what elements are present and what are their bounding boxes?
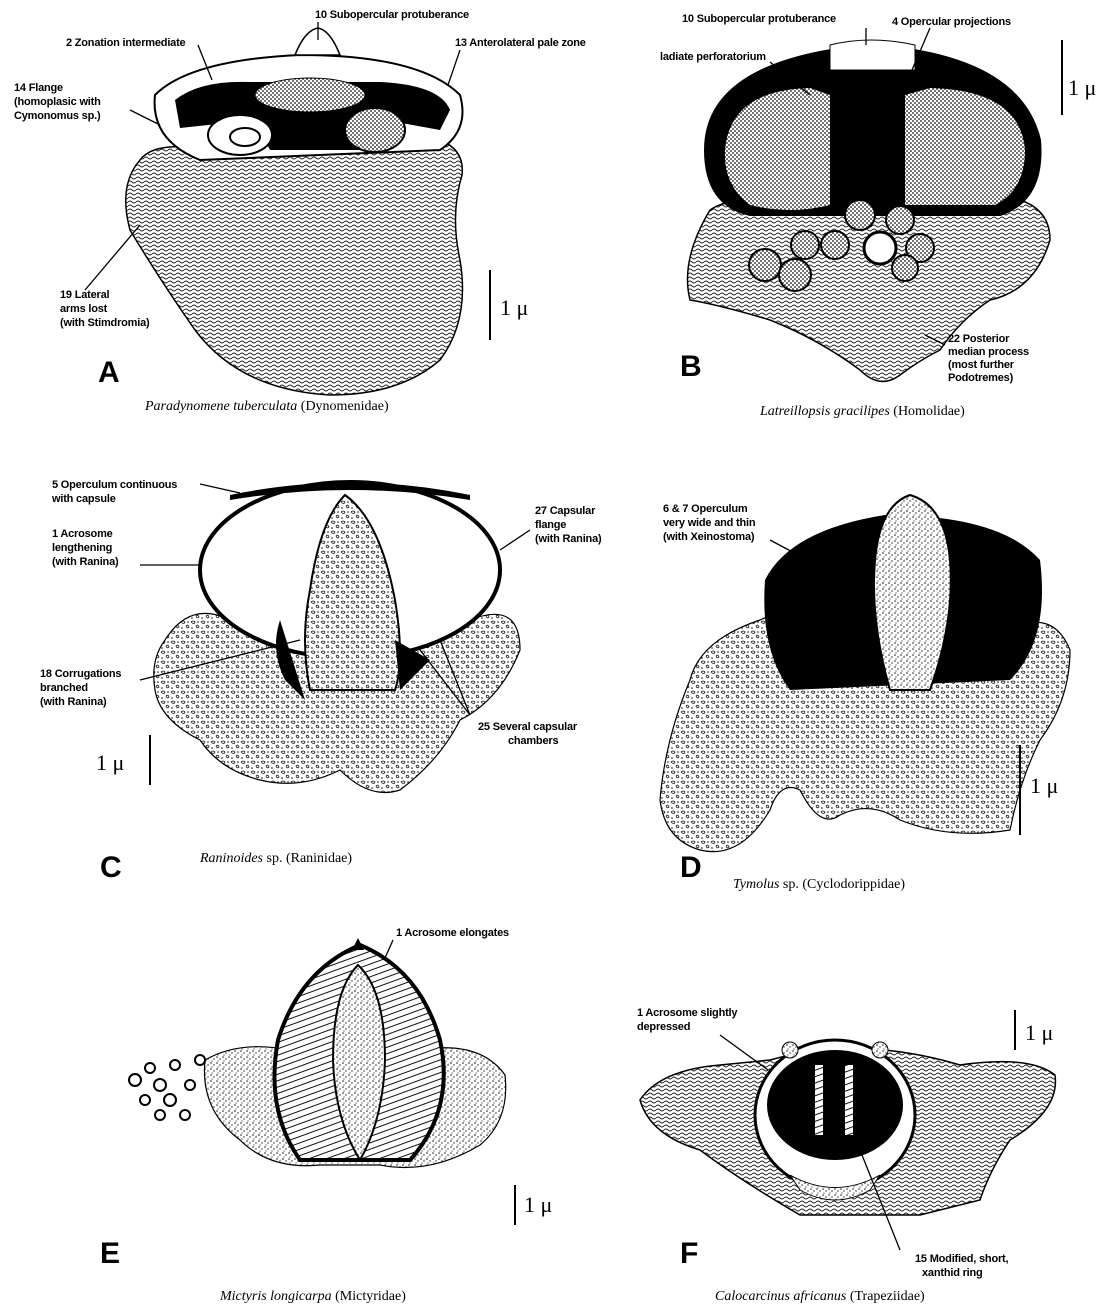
label-b-radiate: ladiate perforatorium [660, 51, 766, 63]
scale-label-a: 1 μ [500, 295, 528, 320]
caption-d-family: sp. (Cyclodorippidae) [783, 877, 905, 892]
label-f-acro-2: depressed [637, 1021, 690, 1033]
panel-e: 1 Acrosome elongates 1 μ E Mictyris long… [100, 927, 552, 1304]
label-c-corrug-3: (with Ranina) [40, 696, 107, 708]
panel-b-cap [830, 40, 915, 70]
label-f-ring-1: 15 Modified, short, [915, 1253, 1009, 1265]
panel-a-leader-5 [85, 225, 140, 290]
caption-f-family: (Trapeziidae) [850, 1289, 925, 1304]
panel-d: 6 & 7 Operculum very wide and thin (with… [660, 495, 1070, 892]
label-b-subopercular: 10 Subopercular protuberance [682, 13, 836, 25]
label-e-acrosome: 1 Acrosome elongates [396, 927, 509, 939]
label-f-acro-1: 1 Acrosome slightly [637, 1007, 738, 1019]
caption-b-family: (Homolidae) [893, 404, 965, 419]
label-a-subopercular: 10 Subopercular protuberance [315, 9, 469, 21]
label-d-op-1: 6 & 7 Operculum [663, 503, 748, 515]
panel-e-granules [129, 1055, 205, 1120]
panel-b: 10 Subopercular protuberance 4 Opercular… [660, 13, 1096, 419]
label-c-capsular-1: 27 Capsular [535, 505, 596, 517]
panel-f-right-knob [872, 1042, 888, 1058]
panel-a-right-vesicle [345, 108, 405, 152]
caption-a-species: Paradynomene tuberculata [144, 399, 297, 414]
panel-c-leader-3 [500, 530, 530, 550]
panel-f-left-knob [782, 1042, 798, 1058]
panel-c-leader-1 [200, 484, 240, 493]
caption-e-species: Mictyris longicarpa [219, 1289, 332, 1304]
panel-letter-a: A [98, 356, 120, 389]
label-b-posterior-4: Podotremes) [948, 372, 1014, 384]
label-a-flange-1: 14 Flange [14, 82, 63, 94]
panel-e-leader [385, 940, 393, 958]
caption-e-family: (Mictyridae) [335, 1289, 406, 1304]
label-d-op-3: (with Xeinostoma) [663, 531, 755, 543]
label-a-flange-2: (homoplasic with [14, 96, 101, 108]
label-b-opercular: 4 Opercular projections [892, 16, 1011, 28]
label-a-lateral-3: (with Stimdromia) [60, 317, 150, 329]
label-c-acrosome-3: (with Ranina) [52, 556, 119, 568]
caption-d: Tymolus sp. (Cyclodorippidae) [733, 877, 905, 892]
label-a-lateral-2: arms lost [60, 303, 108, 315]
panel-letter-c: C [100, 851, 122, 884]
caption-c: Raninoides sp. (Raninidae) [199, 851, 352, 866]
panel-a-left-inner [230, 128, 260, 146]
panel-d-acrosome [874, 495, 951, 690]
panel-a-body [126, 140, 463, 395]
panel-a-center-stipple [255, 78, 365, 112]
caption-b: Latreillopsis gracilipes (Homolidae) [759, 404, 965, 419]
label-c-capsular-2: flange [535, 519, 566, 531]
panel-f-core [767, 1050, 903, 1160]
scale-label-f: 1 μ [1025, 1020, 1053, 1045]
caption-b-species: Latreillopsis gracilipes [759, 404, 890, 419]
scale-label-c: 1 μ [96, 750, 124, 775]
label-b-posterior-3: (most further [948, 359, 1015, 371]
scale-label-e: 1 μ [524, 1192, 552, 1217]
scale-label-b: 1 μ [1068, 75, 1096, 100]
label-c-corrug-1: 18 Corrugations [40, 668, 121, 680]
label-a-anterolateral: 13 Anterolateral pale zone [455, 37, 586, 49]
panel-a: 10 Subopercular protuberance 2 Zonation … [14, 9, 586, 414]
caption-f-species: Calocarcinus africanus [715, 1289, 847, 1304]
label-c-corrug-2: branched [40, 682, 88, 694]
label-c-acrosome-1: 1 Acrosome [52, 528, 113, 540]
label-c-operculum-1: 5 Operculum continuous [52, 479, 177, 491]
label-b-posterior-2: median process [948, 346, 1029, 358]
scale-label-d: 1 μ [1030, 773, 1058, 798]
label-c-operculum-2: with capsule [51, 493, 116, 505]
caption-a-family: (Dynomenidae) [301, 399, 389, 414]
panel-f-left-stripe [815, 1065, 823, 1135]
label-a-flange-3: Cymonomus sp.) [14, 110, 101, 122]
label-a-lateral-1: 19 Lateral [60, 289, 110, 301]
label-c-chambers-1: 25 Several capsular [478, 721, 578, 733]
panel-letter-e: E [100, 1237, 120, 1270]
caption-c-family: sp. (Raninidae) [267, 851, 353, 866]
panel-a-leader-3 [448, 50, 460, 85]
label-c-acrosome-2: lengthening [52, 542, 112, 554]
panel-f: 1 Acrosome slightly depressed 15 Modifie… [637, 1007, 1055, 1304]
panel-f-right-stripe [845, 1065, 853, 1135]
panel-c: 5 Operculum continuous with capsule 1 Ac… [40, 479, 602, 884]
caption-a: Paradynomene tuberculata (Dynomenidae) [144, 399, 389, 414]
panel-letter-f: F [680, 1237, 698, 1270]
panel-letter-b: B [680, 350, 702, 383]
caption-c-species: Raninoides [199, 851, 264, 866]
caption-e: Mictyris longicarpa (Mictyridae) [219, 1289, 406, 1304]
label-c-chambers-2: chambers [508, 735, 558, 747]
label-d-op-2: very wide and thin [663, 517, 756, 529]
label-b-posterior-1: 22 Posterior [948, 333, 1010, 345]
label-a-zonation: 2 Zonation intermediate [66, 37, 186, 49]
label-f-ring-2: xanthid ring [922, 1267, 983, 1279]
caption-f: Calocarcinus africanus (Trapeziidae) [715, 1289, 925, 1304]
label-c-capsular-3: (with Ranina) [535, 533, 602, 545]
panel-letter-d: D [680, 851, 702, 884]
caption-d-species: Tymolus [733, 877, 780, 892]
